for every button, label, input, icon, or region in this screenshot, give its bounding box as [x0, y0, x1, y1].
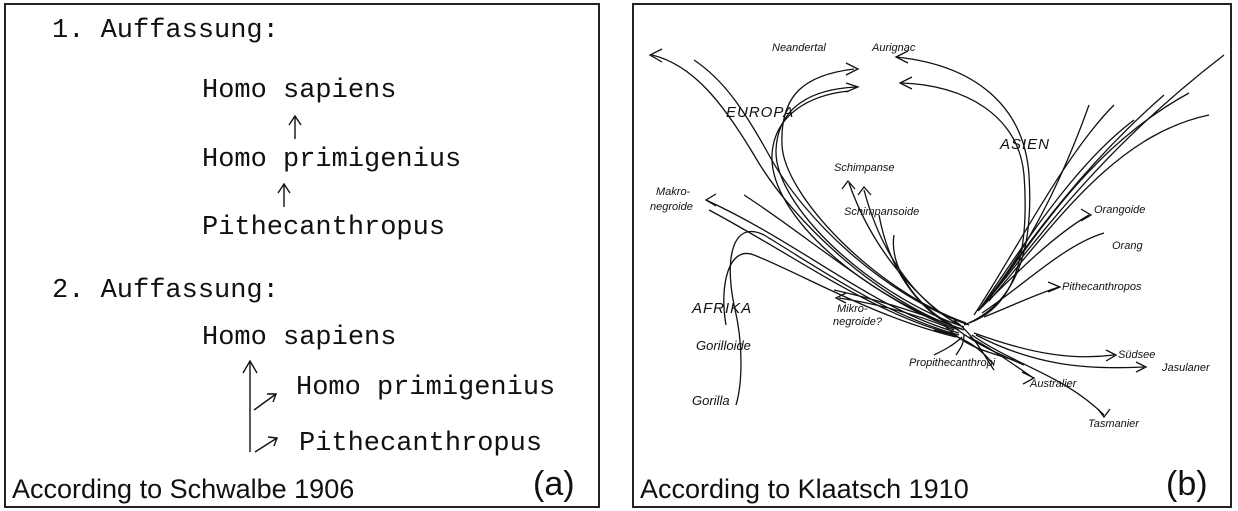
panel-b-klaatsch: Neandertal Aurignac EUROPA ASIEN Schimpa… — [632, 3, 1232, 508]
branch-tasmanier — [971, 334, 1105, 416]
branch-to-topleft — [651, 54, 965, 331]
section2-pithecanthropus: Pithecanthropus — [299, 429, 543, 459]
diag-arrow-pithecanthropus — [254, 436, 278, 453]
label-makro-line2: negroide — [650, 201, 693, 213]
up-arrow-1 — [288, 114, 302, 139]
label-schimpansoide: Schimpansoide — [844, 206, 919, 218]
panel-a-arrows — [242, 114, 302, 453]
diag-arrow-primigenius — [253, 393, 278, 411]
branch-makronegroide — [743, 194, 960, 331]
branch-suedsee — [973, 332, 1115, 358]
long-up-arrow — [242, 359, 258, 452]
label-mikro-line2: negroide? — [833, 316, 883, 328]
label-pithecanthropos: Pithecanthropos — [1062, 281, 1142, 293]
caption-a: According to Schwalbe 1906 — [12, 474, 355, 504]
branch-pithecanthropos — [983, 286, 1060, 318]
label-orang: Orang — [1112, 240, 1143, 252]
panel-letter-b: (b) — [1166, 465, 1208, 503]
branch-jasulaner — [975, 334, 1145, 369]
branch-aurignac — [895, 56, 1031, 326]
branch-propithecanthropi — [955, 334, 965, 356]
branch-orang — [981, 232, 1105, 314]
label-schimpanse: Schimpanse — [834, 162, 895, 174]
section1-homo-primigenius: Homo primigenius — [202, 145, 462, 175]
label-propithecanthropi: Propithecanthropi — [909, 357, 996, 369]
label-orangoide: Orangoide — [1094, 204, 1145, 216]
branch-neandertal — [781, 68, 967, 324]
label-asien: ASIEN — [999, 136, 1050, 153]
panel-letter-a: (a) — [533, 465, 575, 503]
label-tasmanier: Tasmanier — [1088, 418, 1140, 430]
caption-b: According to Klaatsch 1910 — [640, 474, 969, 504]
klaatsch-tree-diagram: Neandertal Aurignac EUROPA ASIEN Schimpa… — [648, 42, 1225, 430]
label-gorilloide: Gorilloide — [696, 338, 751, 353]
label-neandertal: Neandertal — [772, 42, 826, 54]
section1-homo-sapiens: Homo sapiens — [202, 76, 397, 106]
label-afrika: AFRIKA — [691, 300, 752, 317]
label-makro-line1: Makro- — [656, 186, 691, 198]
label-mikro-line1: Mikro- — [837, 303, 868, 315]
up-arrow-2 — [277, 182, 291, 207]
tree-arrowheads — [648, 48, 1148, 419]
tree-branches — [651, 54, 1225, 416]
section2-homo-primigenius: Homo primigenius — [296, 373, 556, 403]
branch-orangoide — [978, 214, 1090, 311]
section2-heading: 2. Auffassung: — [52, 276, 279, 306]
label-europa: EUROPA — [726, 104, 794, 121]
label-jasulaner: Jasulaner — [1161, 362, 1211, 374]
panel-a-schwalbe: 1. Auffassung: Homo sapiens Homo primige… — [4, 3, 600, 508]
label-suedsee: Südsee — [1118, 349, 1155, 361]
section1-heading: 1. Auffassung: — [52, 16, 279, 46]
section1-pithecanthropus: Pithecanthropus — [202, 213, 446, 243]
label-australier: Australier — [1029, 378, 1078, 390]
label-gorilla: Gorilla — [692, 393, 730, 408]
section2-homo-sapiens: Homo sapiens — [202, 323, 397, 353]
label-aurignac: Aurignac — [871, 42, 916, 54]
